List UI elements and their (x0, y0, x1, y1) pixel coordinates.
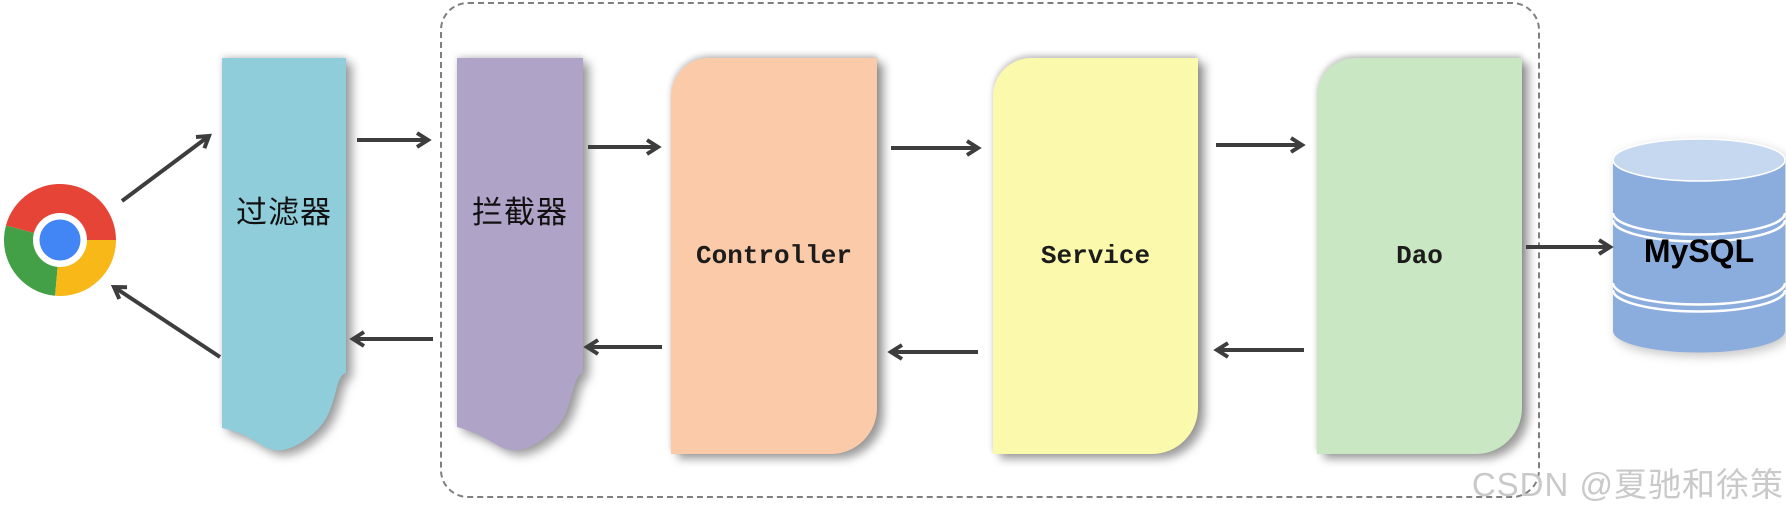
node-interceptor-label: 拦截器 (472, 195, 568, 230)
node-dao: Dao (1317, 58, 1522, 454)
chrome-red-segment (5, 183, 117, 240)
node-service-label: Service (1040, 241, 1151, 271)
node-dao-label: Dao (1396, 241, 1443, 271)
watermark-text: CSDN @夏驰和徐策 (1471, 466, 1784, 503)
database-cylinder-icon (1612, 138, 1786, 353)
node-interceptor-shape (457, 58, 583, 451)
arrow-browser-to-filter (120, 133, 212, 203)
arrow-filter-to-browser (110, 284, 222, 359)
node-filter-label: 过滤器 (236, 195, 332, 230)
node-service: Service (993, 58, 1198, 454)
node-filter-shape (222, 58, 346, 451)
chrome-browser-icon (3, 183, 117, 297)
node-controller: Controller (671, 58, 877, 454)
node-controller-label: Controller (695, 241, 853, 271)
node-mysql-label: MySQL (1643, 233, 1755, 269)
framework-boundary-box (440, 2, 1540, 498)
chrome-blue-center (39, 219, 81, 261)
